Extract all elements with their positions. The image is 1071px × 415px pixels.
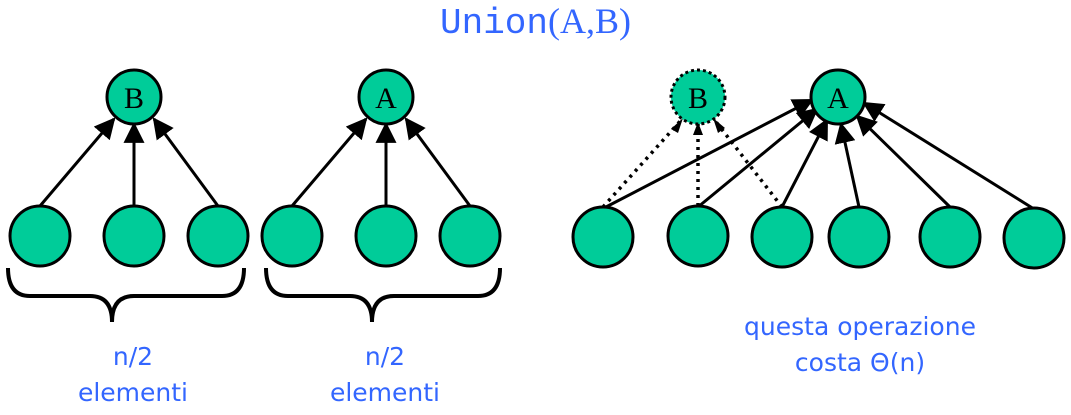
root-label-b: B <box>124 82 144 115</box>
left-group-unit: elementi <box>77 378 189 407</box>
old-root-node-b <box>669 68 727 126</box>
edge-mid-3 <box>404 117 472 207</box>
dotted-arrowhead <box>671 118 683 133</box>
left-tree: B <box>8 68 250 268</box>
middle-brace <box>264 267 502 323</box>
middle-tree: A <box>260 68 502 268</box>
middle-group-size: n/2 <box>364 342 406 371</box>
leaf-node <box>186 204 250 268</box>
edge-to-a <box>780 118 829 208</box>
leaf-node <box>102 204 166 268</box>
new-root-label-a: A <box>827 82 849 115</box>
leaf-node <box>260 204 324 268</box>
diagram-title: Union(A,B) <box>0 0 1071 44</box>
edge-to-a <box>855 114 952 209</box>
left-brace <box>6 267 246 323</box>
title-args: (A,B) <box>548 1 632 41</box>
old-edge-dotted <box>601 116 685 209</box>
middle-group-caption: n/2 elementi <box>292 339 478 411</box>
root-label-a: A <box>375 82 397 115</box>
leaf-node <box>354 204 418 268</box>
old-edge-dotted <box>711 116 784 209</box>
leaf-node <box>750 205 814 269</box>
leaf-node <box>1002 206 1066 270</box>
edge-to-a <box>834 121 861 208</box>
leaf-node <box>666 204 730 268</box>
leaf-node <box>571 205 635 269</box>
leaf-node <box>8 204 72 268</box>
left-group-caption: n/2 elementi <box>40 339 226 411</box>
leaf-node <box>918 205 982 269</box>
edge-to-a <box>603 98 814 210</box>
old-root-label-b: B <box>688 82 708 115</box>
middle-group-unit: elementi <box>329 378 441 407</box>
edge-to-a <box>697 107 819 209</box>
cost-note: questa operazione costa Θ(n) <box>700 309 1020 381</box>
dotted-arrowhead <box>713 118 725 133</box>
cost-note-line2: costa Θ(n) <box>794 348 926 377</box>
leaf-node <box>438 204 502 268</box>
edge-left-1 <box>38 117 116 207</box>
title-function: Union <box>439 3 549 44</box>
root-node-a <box>357 68 415 126</box>
edge-left-3 <box>152 117 220 207</box>
new-root-node-a <box>809 68 867 126</box>
left-group-size: n/2 <box>112 342 154 371</box>
leaf-node <box>827 205 891 269</box>
edge-mid-1 <box>290 117 368 207</box>
cost-note-line1: questa operazione <box>744 312 976 341</box>
root-node-b <box>105 68 163 126</box>
dotted-arrowhead <box>693 122 703 135</box>
right-tree: B A <box>571 68 1066 270</box>
edge-to-a <box>862 101 1035 211</box>
